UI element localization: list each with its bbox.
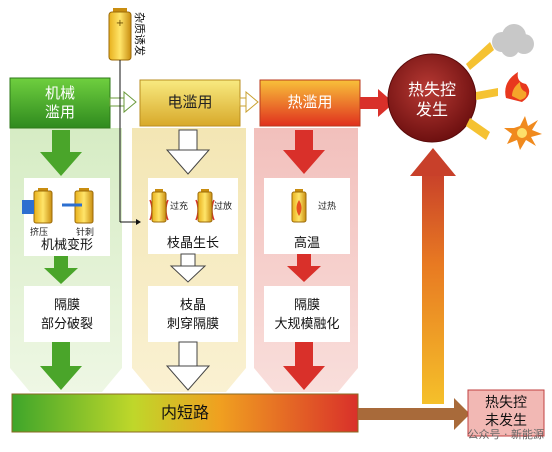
pierce-label: 针刺 [76, 228, 95, 238]
therm-arrow-2 [287, 254, 321, 282]
impurity-battery-icon: + [108, 8, 132, 61]
arrow-elec-to-therm [239, 90, 259, 114]
explosion-icon [504, 116, 542, 150]
mech-arrow-3 [40, 342, 82, 390]
elec-arrow-2 [169, 253, 207, 283]
elec-dendrite-label: 枝晶生长 [166, 236, 219, 251]
no-runaway-box [467, 389, 545, 437]
elec-separator-label: 枝晶 刺穿隔膜 [166, 298, 219, 332]
svg-text:+: + [116, 18, 124, 29]
mech-abuse-label: 机械 滥用 [44, 84, 75, 121]
no-runaway-label: 热失控 未发生 [485, 395, 527, 429]
elec-abuse-label: 电滥用 [167, 93, 213, 111]
watermark: 公众号 · 新能源 [467, 428, 545, 441]
mech-abuse-box [9, 77, 111, 129]
fire-icon [505, 72, 530, 102]
elec-arrow-1 [165, 129, 211, 175]
mech-separator-label: 隔膜 部分破裂 [40, 298, 93, 332]
therm-separator-label: 隔膜 大规模融化 [274, 298, 340, 332]
mech-arrow-1 [40, 130, 82, 176]
elec-abuse-box [139, 79, 241, 127]
smoke-icon [492, 24, 534, 57]
elec-separator-card [148, 286, 238, 342]
outcome-arrows [466, 42, 498, 140]
therm-arrow-3 [283, 342, 325, 390]
therm-abuse-box [259, 79, 361, 127]
overdischarge-battery-icon [195, 189, 215, 223]
arrow-mech-to-elec [109, 90, 137, 114]
mech-arrow-2 [44, 256, 78, 284]
squeeze-label: 挤压 [30, 228, 49, 238]
short-circuit-label: 内短路 [160, 403, 209, 422]
elec-arrow-3 [165, 341, 211, 391]
squeeze-battery-icon [22, 188, 53, 224]
therm-hightemp-card [264, 178, 350, 254]
short-circuit-bar [11, 393, 359, 433]
overdischarge-label: 过放 [214, 202, 233, 212]
overheat-label: 过热 [318, 202, 337, 212]
arrow-up-to-runaway [410, 148, 456, 404]
overcharge-label: 过充 [170, 202, 189, 212]
overcharge-battery-icon [149, 189, 169, 223]
runaway-label: 热失控 发生 [407, 80, 456, 119]
therm-hightemp-label: 高温 [293, 236, 320, 251]
overheat-battery-icon [291, 189, 307, 223]
arrow-to-no-runaway [358, 398, 470, 430]
mech-deform-label: 机械变形 [40, 238, 93, 253]
arrow-therm-to-runaway [360, 89, 394, 117]
impurity-label: 杂质诱发 [133, 12, 147, 56]
therm-abuse-label: 热滥用 [287, 93, 333, 111]
mech-separator-card [24, 286, 110, 342]
pierce-battery-icon [62, 188, 94, 224]
therm-arrow-1 [283, 130, 325, 174]
therm-separator-card [264, 286, 350, 342]
